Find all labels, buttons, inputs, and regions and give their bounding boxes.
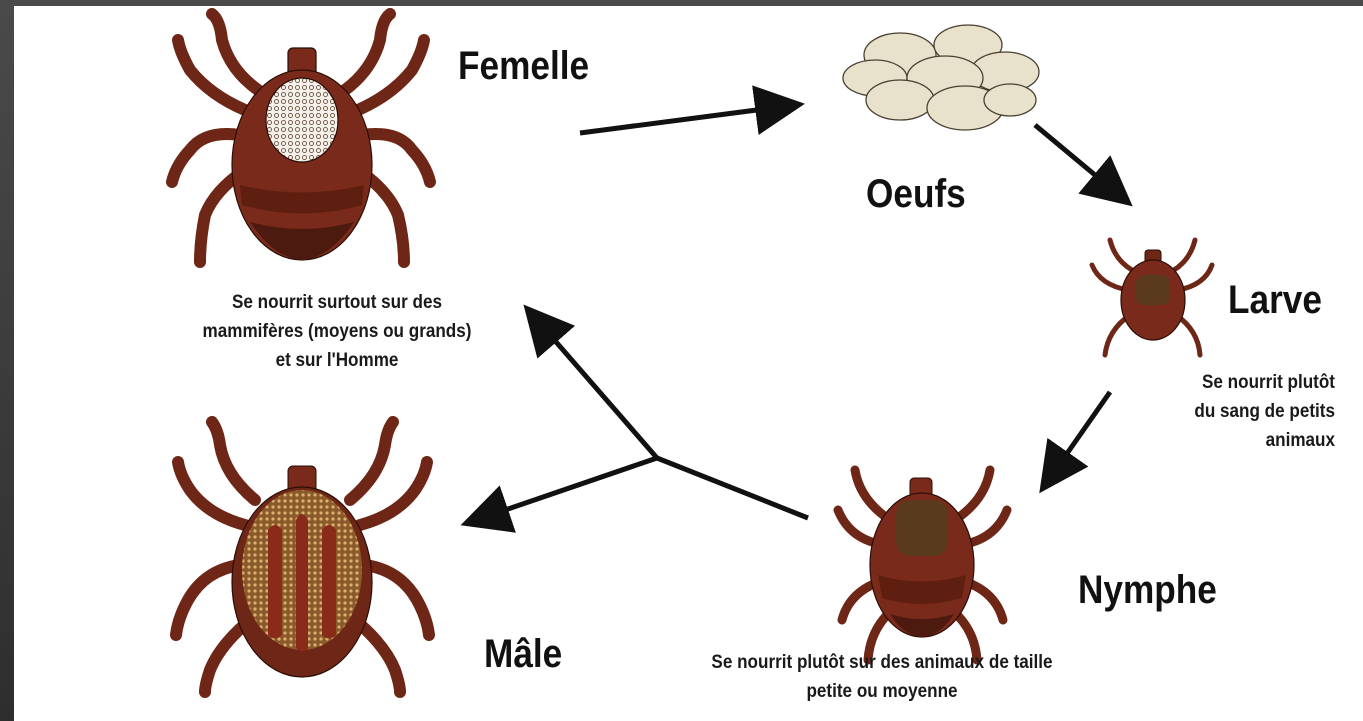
lifecycle-arrows	[470, 105, 1125, 522]
arrow-eggs-to-larva	[1035, 125, 1125, 200]
larva-tick-illustration	[1092, 240, 1212, 355]
nymph-tick-illustration	[838, 470, 1007, 660]
arrow-to-female	[530, 312, 657, 458]
stage-label-male: Mâle	[484, 632, 562, 677]
arrow-nymph-branch	[657, 458, 808, 518]
female-tick-illustration	[172, 14, 430, 262]
note-larva-line: animaux	[1142, 426, 1336, 455]
arrow-to-male	[470, 458, 657, 522]
note-larva: Se nourrit plutôt du sang de petits anim…	[1142, 368, 1336, 455]
stage-label-female: Femelle	[458, 44, 589, 89]
stage-label-larva: Larve	[1228, 278, 1322, 323]
note-female-line: et sur l'Homme	[166, 346, 508, 375]
note-female-line: mammifères (moyens ou grands)	[166, 317, 508, 346]
note-larva-line: du sang de petits	[1142, 397, 1336, 426]
note-nymph: Se nourrit plutôt sur des animaux de tai…	[693, 648, 1071, 706]
male-tick-illustration	[176, 422, 429, 692]
stage-label-eggs: Oeufs	[866, 172, 966, 217]
note-female-line: Se nourrit surtout sur des	[166, 288, 508, 317]
note-nymph-line: Se nourrit plutôt sur des animaux de tai…	[693, 648, 1071, 677]
arrow-female-to-eggs	[580, 105, 795, 133]
eggs-illustration	[843, 25, 1039, 130]
arrow-larva-to-nymph	[1045, 392, 1110, 485]
stage-label-nymph: Nymphe	[1078, 568, 1217, 613]
note-larva-line: Se nourrit plutôt	[1142, 368, 1336, 397]
note-nymph-line: petite ou moyenne	[693, 677, 1071, 706]
note-female: Se nourrit surtout sur des mammifères (m…	[166, 288, 508, 375]
